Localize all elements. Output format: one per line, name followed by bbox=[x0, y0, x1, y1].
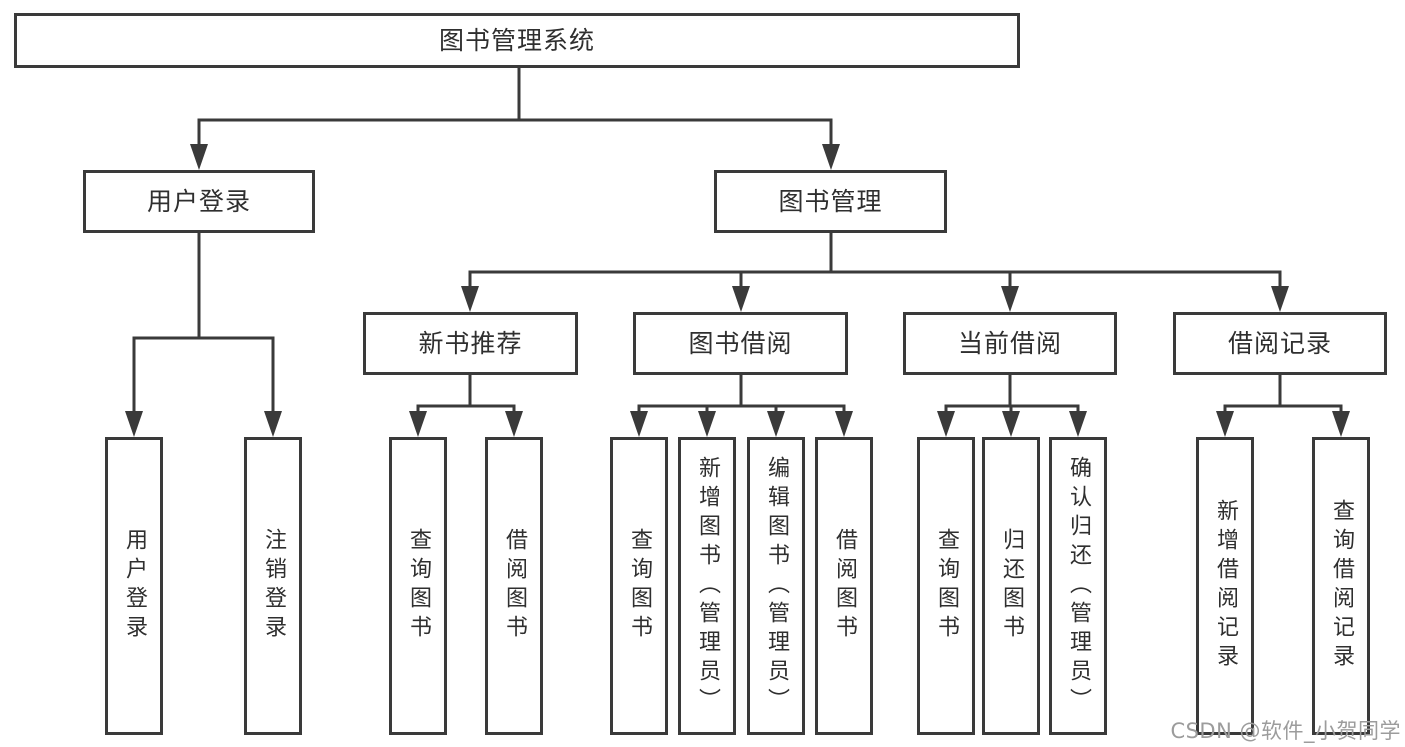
leaf-logout: 注销登录 bbox=[244, 437, 302, 735]
watermark-text: CSDN @软件_小贺同学 bbox=[1170, 719, 1401, 743]
leaf-borrowing-query-books: 查询图书 bbox=[610, 437, 668, 735]
node-current-borrowing: 当前借阅 bbox=[903, 312, 1117, 375]
leaf-borrowing-borrow-books: 借阅图书 bbox=[815, 437, 873, 735]
node-library-system: 图书管理系统 bbox=[14, 13, 1020, 68]
leaf-records-add-record: 新增借阅记录 bbox=[1196, 437, 1254, 735]
node-user-login-branch: 用户登录 bbox=[83, 170, 315, 233]
leaf-borrowing-add-books-admin: 新增图书（管理员） bbox=[678, 437, 736, 735]
leaf-current-confirm-return-admin: 确认归还（管理员） bbox=[1049, 437, 1107, 735]
leaf-user-login: 用户登录 bbox=[105, 437, 163, 735]
leaf-records-query-record: 查询借阅记录 bbox=[1312, 437, 1370, 735]
leaf-recommend-borrow-books: 借阅图书 bbox=[485, 437, 543, 735]
leaf-current-query-books: 查询图书 bbox=[917, 437, 975, 735]
node-book-borrowing: 图书借阅 bbox=[633, 312, 848, 375]
node-borrow-records: 借阅记录 bbox=[1173, 312, 1387, 375]
leaf-current-return-books: 归还图书 bbox=[982, 437, 1040, 735]
leaf-recommend-query-books: 查询图书 bbox=[389, 437, 447, 735]
node-new-book-recommend: 新书推荐 bbox=[363, 312, 578, 375]
leaf-borrowing-edit-books-admin: 编辑图书（管理员） bbox=[747, 437, 805, 735]
node-book-management: 图书管理 bbox=[714, 170, 947, 233]
